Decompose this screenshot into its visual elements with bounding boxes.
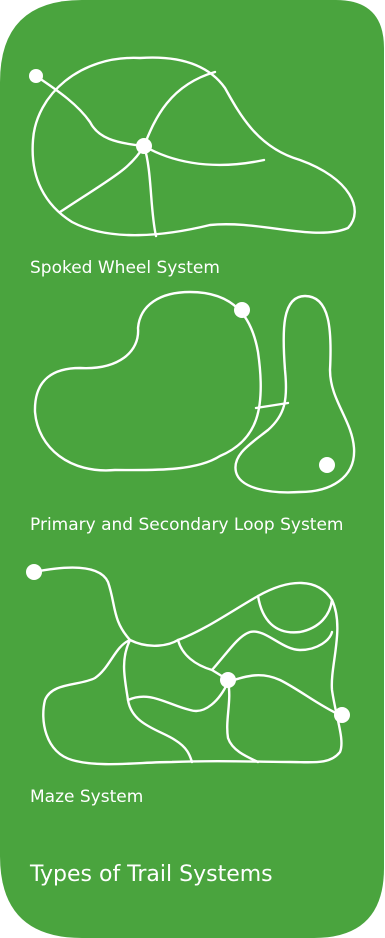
spoked-wheel-label: Spoked Wheel System [30,258,220,278]
spoked-wheel-spoke-left [58,144,146,214]
spoked-wheel-outer-loop [31,56,356,237]
maze-trailhead [26,564,42,580]
spoked-wheel-spoke-right [142,144,266,167]
maze-spur-inner-1 [122,638,194,764]
maze-spur-inner-6 [256,594,334,634]
spoked-wheel-trailhead [29,69,43,83]
maze-end-node [334,707,350,723]
maze-spur-inner-7 [210,630,334,672]
maze-system-label: Maze System [30,787,144,807]
spoked-wheel-hub [136,138,152,154]
secondary-loop [234,294,356,494]
spoked-wheel-spoke-entry [34,74,146,148]
figure-title: Types of Trail Systems [30,862,273,887]
secondary-loop-trailhead [319,457,335,473]
loop-system-label: Primary and Secondary Loop System [30,515,344,535]
spoked-wheel-spoke-top [142,70,217,148]
maze-outer-loop [42,581,343,766]
maze-spur-inner-2 [126,680,230,713]
primary-loop [33,290,262,472]
maze-entry-trail [32,566,180,647]
primary-loop-trailhead [234,302,250,318]
connector-trail [254,401,290,410]
maze-spur-inner-4 [226,680,260,764]
maze-junction [220,672,236,688]
maze-spur-inner-5 [226,674,342,717]
